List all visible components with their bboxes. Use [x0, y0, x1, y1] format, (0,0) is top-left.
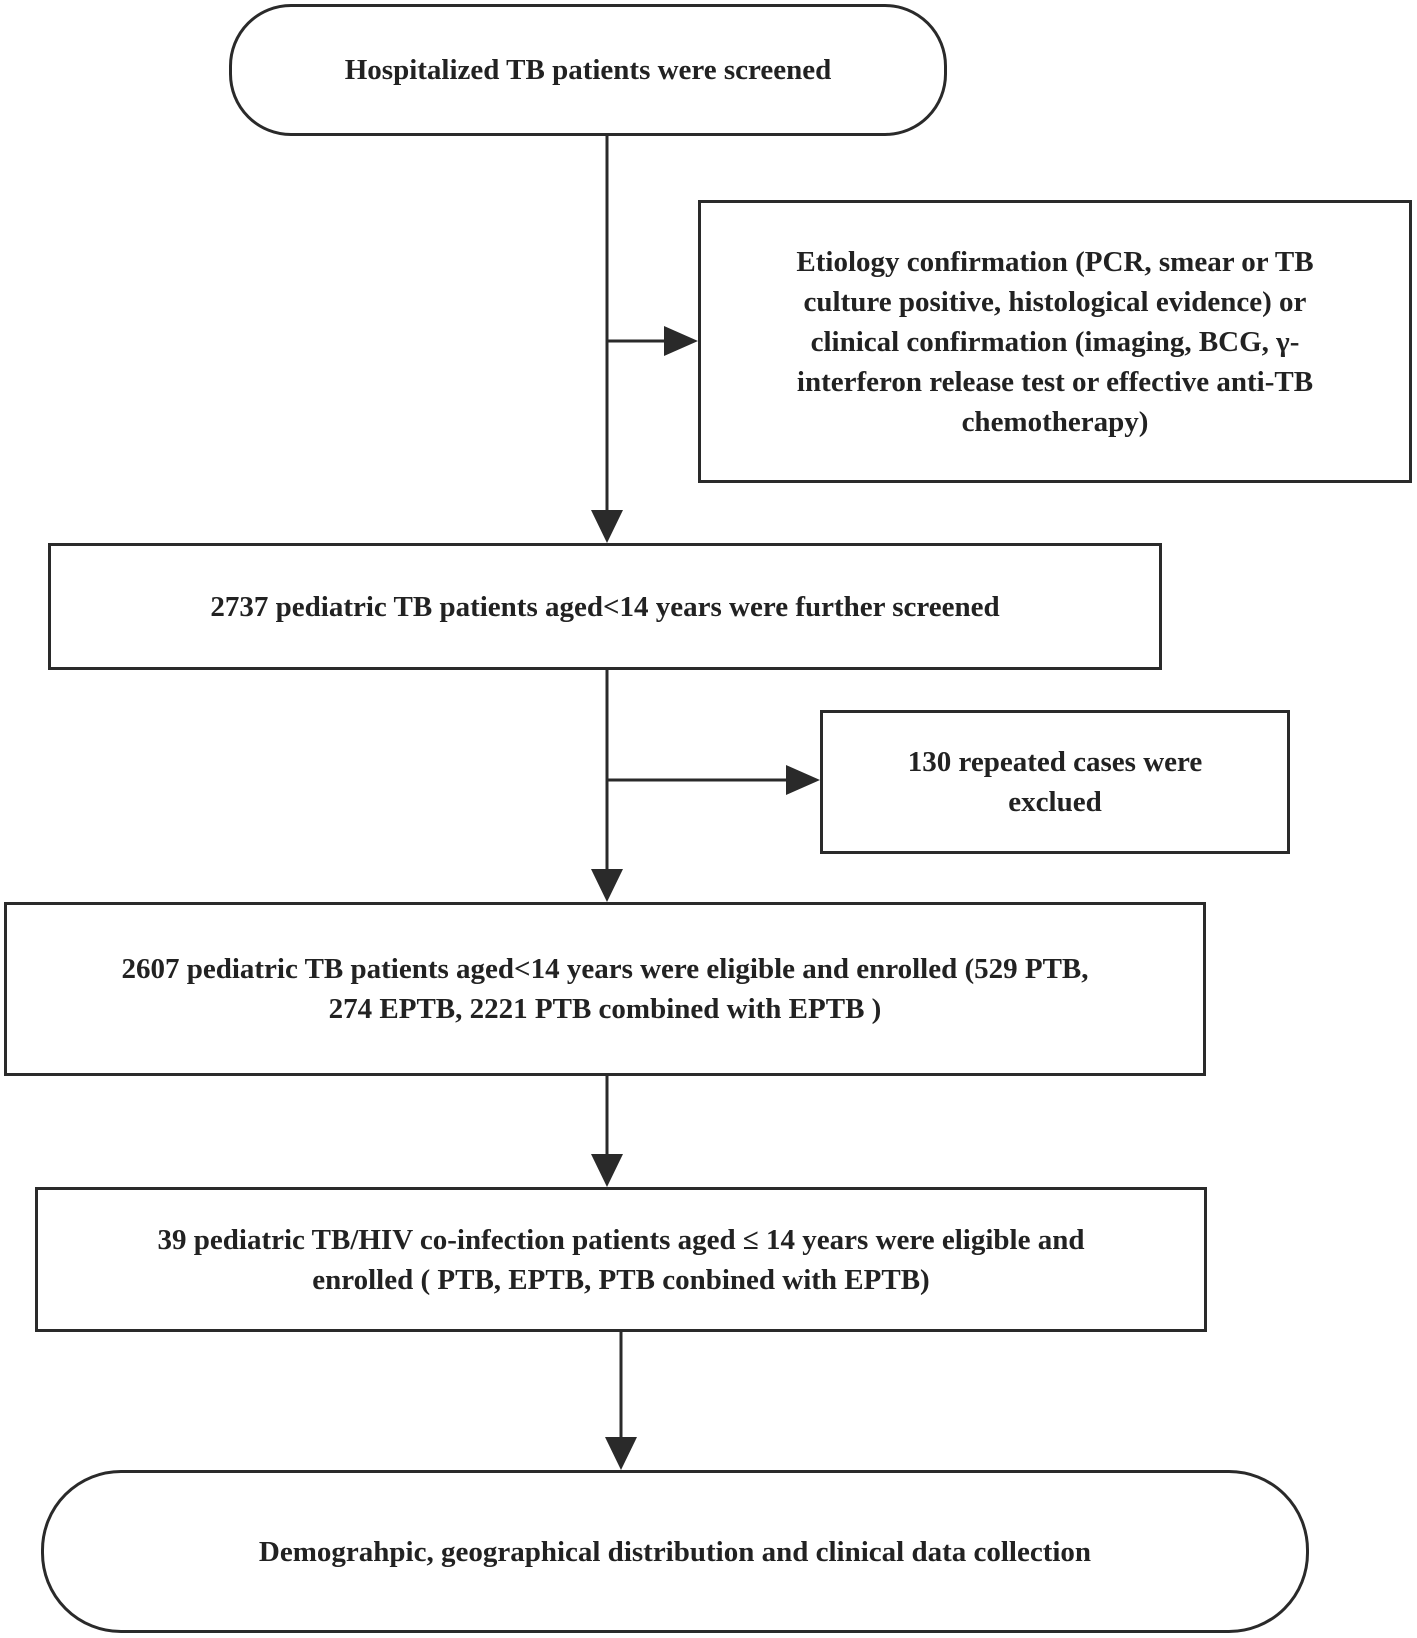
excluded-box: 130 repeated cases were exclued — [820, 710, 1290, 854]
arrowhead-end — [605, 1437, 637, 1470]
arrowhead-excluded — [786, 765, 820, 795]
enrolled-line-1: 2607 pediatric TB patients aged<14 years… — [121, 953, 1089, 985]
criteria-line-3: clinical confirmation (imaging, BCG, γ- — [810, 325, 1300, 358]
excluded-text: 130 repeated cases were exclued — [908, 742, 1202, 822]
end-line-1: Demograhpic, geographical distribution a… — [258, 1535, 1092, 1568]
arrowhead-screened — [591, 510, 623, 543]
start-node: Hospitalized TB patients were screened — [229, 4, 947, 136]
criteria-line-2: culture positive, histological evidence)… — [803, 285, 1307, 318]
screened-line-1: 2737 pediatric TB patients aged<14 years… — [210, 590, 1000, 623]
end-node-text: Demograhpic, geographical distribution a… — [259, 1532, 1091, 1572]
arrowhead-criteria — [664, 326, 698, 356]
end-node: Demograhpic, geographical distribution a… — [41, 1470, 1309, 1633]
start-node-text: Hospitalized TB patients were screened — [345, 50, 832, 90]
screened-box: 2737 pediatric TB patients aged<14 years… — [48, 543, 1162, 670]
excluded-line-2: exclued — [1008, 786, 1102, 818]
criteria-line-5: chemotherapy) — [961, 405, 1149, 438]
criteria-text: Etiology confirmation (PCR, smear or TB … — [796, 242, 1313, 442]
enrolled-text: 2607 pediatric TB patients aged<14 years… — [121, 949, 1088, 1029]
screened-text: 2737 pediatric TB patients aged<14 years… — [210, 587, 999, 627]
criteria-line-1: Etiology confirmation (PCR, smear or TB — [796, 245, 1314, 278]
criteria-box: Etiology confirmation (PCR, smear or TB … — [698, 200, 1412, 483]
hiv-text: 39 pediatric TB/HIV co-infection patient… — [158, 1220, 1085, 1300]
arrowhead-enrolled — [591, 869, 623, 902]
enrolled-line-2: 274 EPTB, 2221 PTB combined with EPTB ) — [328, 993, 882, 1025]
excluded-line-1: 130 repeated cases were — [907, 746, 1203, 778]
hiv-line-2: enrolled ( PTB, EPTB, PTB conbined with … — [312, 1263, 930, 1296]
criteria-line-4: interferon release test or effective ant… — [796, 365, 1314, 398]
hiv-line-1: 39 pediatric TB/HIV co-infection patient… — [157, 1223, 1085, 1256]
hiv-coinfection-box: 39 pediatric TB/HIV co-infection patient… — [35, 1187, 1207, 1332]
start-line-1: Hospitalized TB patients were screened — [344, 54, 832, 86]
enrolled-box: 2607 pediatric TB patients aged<14 years… — [4, 902, 1206, 1076]
arrowhead-hiv — [591, 1154, 623, 1187]
